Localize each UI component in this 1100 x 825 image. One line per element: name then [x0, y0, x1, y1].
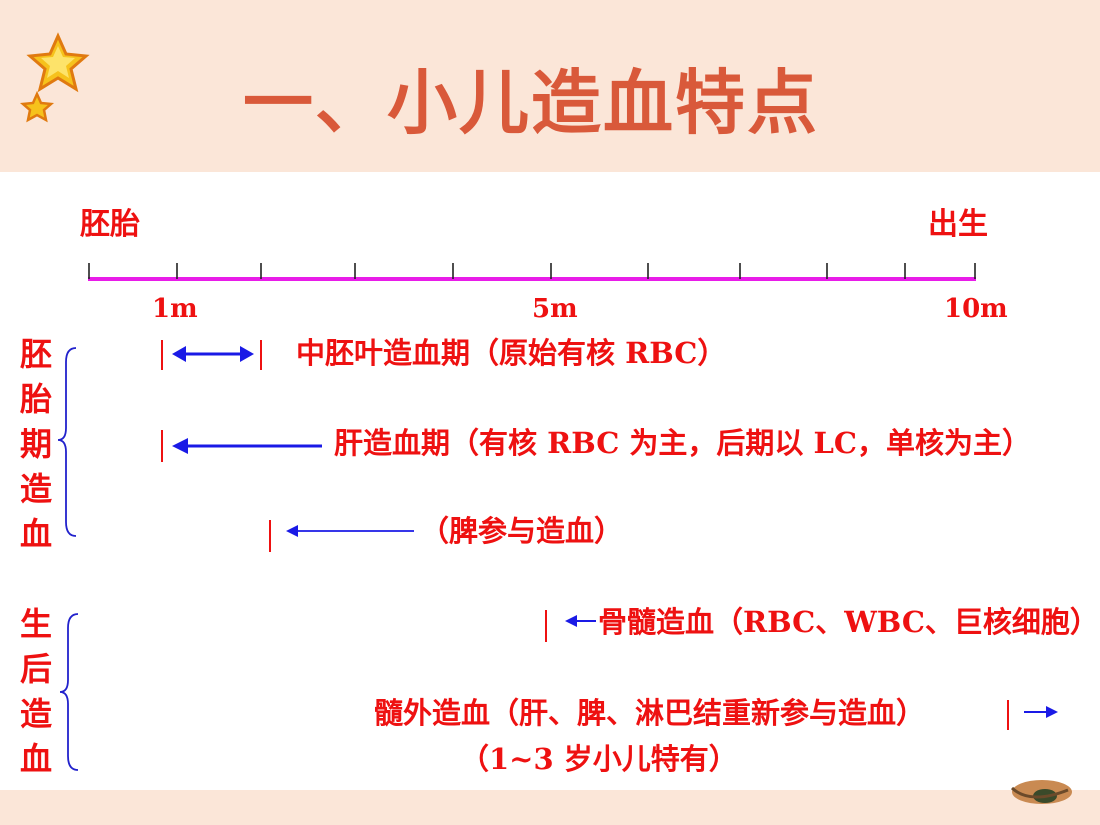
- stage-spleen-text: （脾参与造血）: [420, 514, 624, 548]
- timeline-start-label: 胚胎: [80, 207, 140, 242]
- stage-marker-extramedullary: [1007, 700, 1058, 730]
- page-title: 一、小儿造血特点: [243, 62, 819, 144]
- header-band: [0, 0, 1100, 172]
- tick-label-10m: 10m: [944, 294, 1008, 324]
- stage-liver-text: 肝造血期（有核 RBC 为主，后期以 LC，单核为主）: [334, 426, 1031, 460]
- stage-mesoderm-text: 中胚叶造血期（原始有核 RBC）: [296, 336, 727, 370]
- timeline-ticks: [88, 263, 976, 279]
- timeline-end-label: 出生: [928, 207, 988, 242]
- tick-label-5m: 5m: [532, 294, 578, 324]
- stage-marker-bone-marrow: [545, 610, 596, 642]
- star-icon: [26, 32, 90, 93]
- stage-extramedullary-text: 髓外造血（肝、脾、淋巴结重新参与造血）: [374, 696, 926, 730]
- decorative-figure: [1010, 780, 1072, 804]
- stage-marker-spleen: [269, 520, 414, 552]
- tick-label-1m: 1m: [152, 294, 198, 324]
- stage-bone-marrow-text: 骨髓造血（RBC、WBC、巨核细胞）: [598, 605, 1099, 639]
- postnatal-side-label: 生 后 造 血: [19, 605, 52, 778]
- footer-band: [0, 790, 1100, 825]
- prenatal-side-label: 胚 胎 期 造 血: [19, 335, 52, 553]
- postnatal-brace: [59, 613, 79, 771]
- stage-extramedullary-note: （1~3 岁小儿特有）: [460, 742, 738, 776]
- star-icon: [19, 90, 55, 123]
- stage-marker-mesoderm: [161, 340, 262, 370]
- stage-marker-liver: [161, 430, 322, 462]
- prenatal-brace: [57, 347, 77, 537]
